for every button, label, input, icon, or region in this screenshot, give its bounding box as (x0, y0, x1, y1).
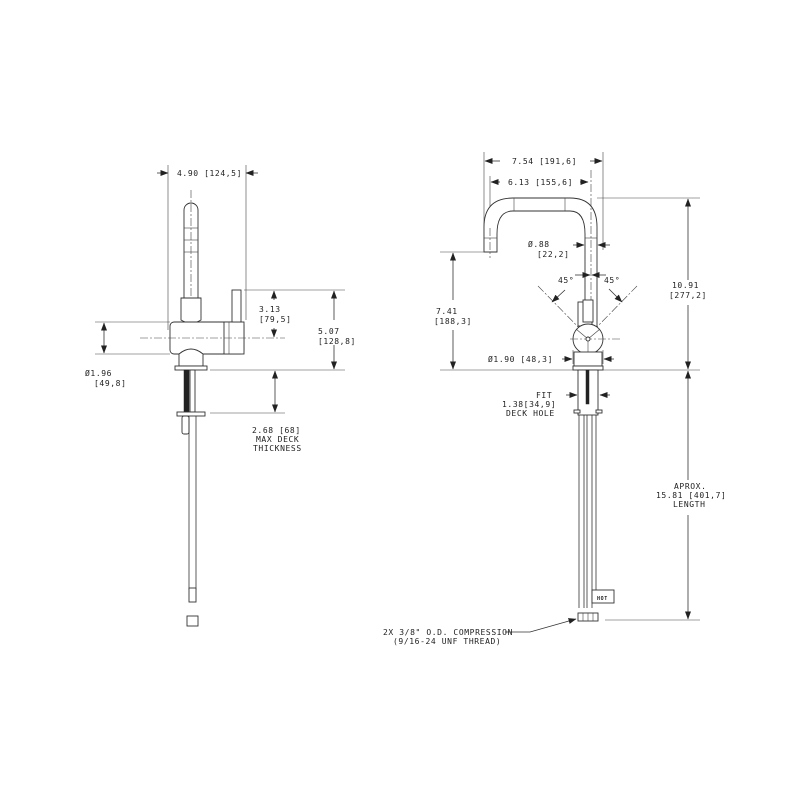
side-view: 4.90 [124,5] 3.13 [79,5] 5.07 [128,8] Ø1… (85, 165, 356, 627)
dim-body-height: 5.07 (318, 327, 340, 336)
dim-spout-height: 7.41 (436, 307, 458, 316)
hot-label: HOT (597, 596, 608, 602)
dim-deck-thickness-label2: THICKNESS (253, 444, 302, 453)
fit-deck-hole: DECK HOLE (506, 409, 555, 418)
dim-spout-reach: 7.54 [191,6] (512, 157, 577, 166)
dim-lever-height-mm: [79,5] (259, 315, 292, 324)
dim-base-diameter: Ø1.90 [48,3] (488, 354, 553, 364)
length-approx: APROX. (674, 482, 707, 491)
dim-spout-diameter: Ø.88 (528, 239, 550, 249)
fit-label: FIT (536, 391, 552, 400)
dim-body-diameter-mm: [49,8] (94, 379, 127, 388)
length-label: LENGTH (673, 500, 706, 509)
dim-deck-thickness: 2.68 [68] (252, 426, 301, 435)
dim-deck-thickness-label: MAX DECK (256, 435, 299, 444)
compression-note: 2X 3/8" O.D. COMPRESSION (383, 628, 513, 637)
front-view: HOT 7.54 [191,6] 6.13 [155,6] Ø.88 [22,2… (383, 152, 726, 646)
length-dimension: 15.81 [401,7] (656, 491, 726, 500)
dim-total-height-mm: [277,2] (669, 291, 707, 300)
compression-thread-note: (9/16-24 UNF THREAD) (393, 637, 501, 646)
dim-spout-height-mm: [188,3] (434, 317, 472, 326)
dim-lever-height: 3.13 (259, 305, 281, 314)
dim-spout-diameter-mm: [22,2] (537, 250, 570, 259)
fit-dimension: 1.38[34,9] (502, 400, 556, 409)
dim-total-height: 10.91 (672, 281, 699, 290)
dim-body-diameter: Ø1.96 (85, 368, 112, 378)
dim-body-height-mm: [128,8] (318, 337, 356, 346)
dim-side-width: 4.90 [124,5] (177, 169, 242, 178)
angle-left: 45° (558, 276, 574, 285)
angle-right: 45° (604, 276, 620, 285)
dim-spout-inner: 6.13 [155,6] (508, 178, 573, 187)
